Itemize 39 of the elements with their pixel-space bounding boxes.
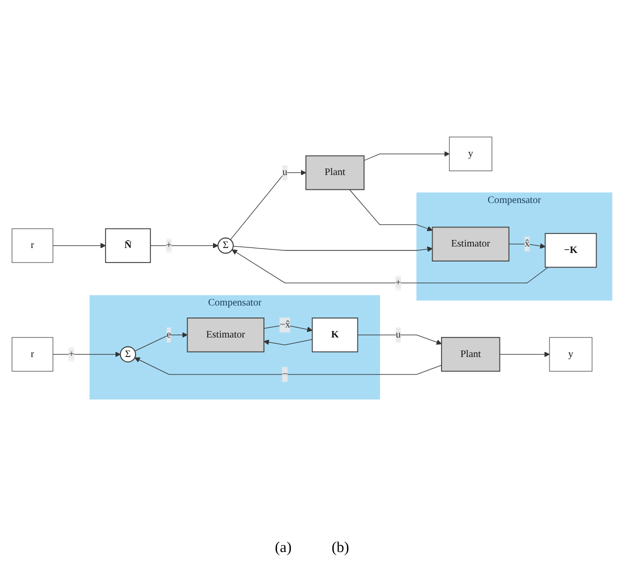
node-box: Plant (305, 155, 365, 190)
caption-label: (b) (332, 540, 350, 557)
arrow (508, 243, 546, 249)
arrow (134, 332, 188, 352)
edge-label: u (282, 166, 288, 178)
edge-label: −x̂ (280, 319, 290, 330)
caption-label: (a) (274, 540, 292, 557)
edge-label: + (166, 240, 172, 251)
arrow (232, 246, 433, 252)
arrow (134, 357, 442, 375)
arrow (357, 334, 442, 345)
node-box: K (312, 317, 358, 352)
arrow (264, 339, 313, 346)
edge-label: x̂ (524, 238, 530, 250)
arrow (499, 352, 550, 357)
node-circle: Σ (120, 346, 136, 362)
edge-label: + (395, 277, 402, 288)
edge-label: e (166, 329, 172, 340)
arrow (364, 151, 450, 161)
arrow (52, 242, 106, 248)
node-box: y (549, 337, 592, 372)
arrow (264, 324, 313, 332)
edge-label: u (396, 329, 401, 340)
arrow (349, 189, 433, 232)
arrow (232, 249, 548, 284)
node-circle: Σ (218, 237, 234, 254)
edge-label: + (68, 348, 74, 360)
node-box: Plant (441, 336, 500, 372)
node-box: −K (544, 232, 597, 268)
edge-label: − (282, 368, 288, 380)
arrow (150, 242, 218, 248)
node-box: r (12, 228, 54, 263)
node-box: r (12, 337, 54, 372)
node-box: N̄ (105, 228, 151, 263)
node-box: Estimator (432, 226, 510, 262)
arrow (230, 170, 306, 240)
node-box: y (449, 136, 492, 172)
arrow (52, 352, 121, 357)
node-box: Estimator (186, 317, 264, 352)
